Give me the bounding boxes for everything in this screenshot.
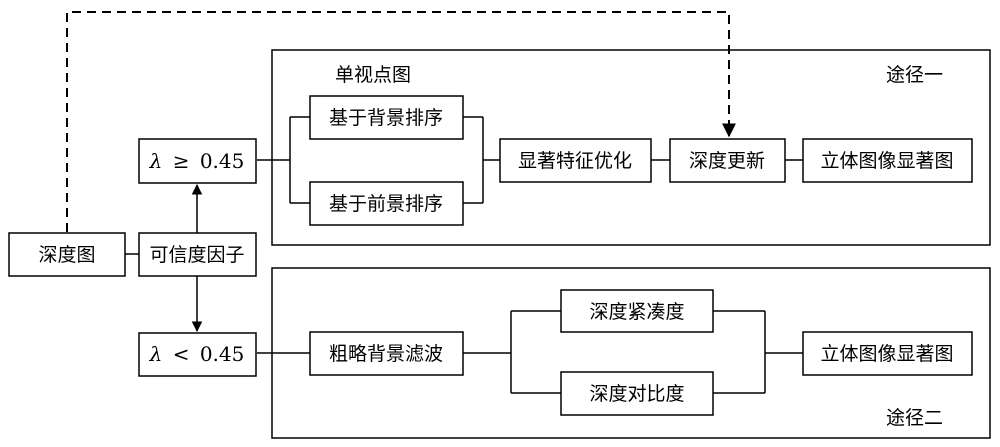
lambda-operator: ≥ bbox=[173, 149, 190, 173]
path-two-output-label: 立体图像显著图 bbox=[820, 343, 953, 365]
lambda-threshold: 0.45 bbox=[200, 149, 245, 173]
path-one-output-node: 立体图像显著图 bbox=[803, 139, 972, 182]
feature-optimization-node: 显著特征优化 bbox=[500, 139, 651, 182]
path-two-title: 途径二 bbox=[886, 407, 943, 429]
depth-compactness-label: 深度紧凑度 bbox=[589, 301, 684, 323]
path-one-title: 途径一 bbox=[886, 64, 943, 86]
lambda-symbol: λ bbox=[149, 149, 163, 173]
lambda-symbol: λ bbox=[149, 342, 163, 366]
path-one-sub-title: 单视点图 bbox=[335, 64, 411, 86]
lambda-operator: < bbox=[173, 342, 190, 366]
lambda-ge-node: λ ≥ 0.45 bbox=[139, 139, 256, 183]
background-sort-label: 基于背景排序 bbox=[329, 107, 443, 129]
path-one-output-label: 立体图像显著图 bbox=[820, 150, 953, 172]
depth-map-node: 深度图 bbox=[9, 233, 125, 276]
path-two-output-node: 立体图像显著图 bbox=[803, 332, 972, 375]
depth-compactness-node: 深度紧凑度 bbox=[561, 290, 713, 332]
lambda-threshold: 0.45 bbox=[200, 342, 245, 366]
depth-contrast-node: 深度对比度 bbox=[561, 372, 713, 415]
coarse-filter-label: 粗略背景滤波 bbox=[329, 343, 443, 365]
depth-update-node: 深度更新 bbox=[670, 139, 785, 182]
confidence-factor-label: 可信度因子 bbox=[149, 244, 244, 266]
feature-optimization-label: 显著特征优化 bbox=[518, 150, 632, 172]
depth-update-label: 深度更新 bbox=[689, 150, 765, 172]
coarse-filter-node: 粗略背景滤波 bbox=[310, 332, 463, 375]
lambda-lt-node: λ < 0.45 bbox=[139, 333, 256, 376]
background-sort-node: 基于背景排序 bbox=[310, 96, 463, 139]
confidence-factor-node: 可信度因子 bbox=[139, 233, 256, 276]
foreground-sort-node: 基于前景排序 bbox=[310, 182, 463, 225]
depth-map-label: 深度图 bbox=[38, 244, 95, 266]
depth-contrast-label: 深度对比度 bbox=[589, 383, 684, 405]
foreground-sort-label: 基于前景排序 bbox=[329, 193, 443, 215]
